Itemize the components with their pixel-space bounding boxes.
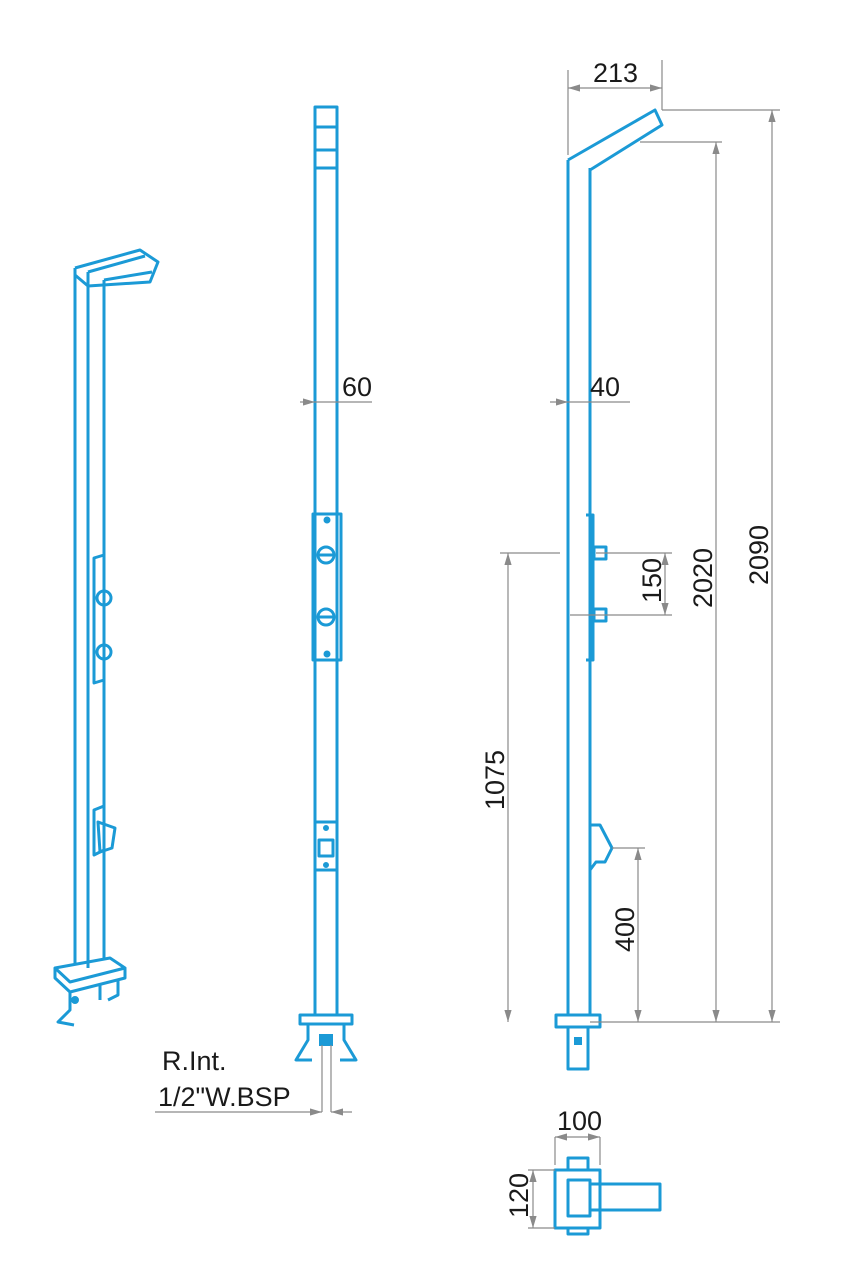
dim-valve-spacing: 150 — [637, 558, 667, 603]
dimension-lines — [155, 60, 780, 1229]
dim-foot-shower-height: 400 — [610, 907, 640, 952]
plan-view — [553, 1156, 662, 1236]
dim-valve-height: 1075 — [480, 750, 510, 810]
isometric-view — [53, 248, 160, 1027]
dim-base-width: 100 — [557, 1106, 602, 1136]
dim-head-height: 2020 — [688, 548, 718, 608]
connection-label-2: 1/2"W.BSP — [158, 1082, 291, 1112]
dim-front-width: 60 — [342, 372, 372, 402]
front-view — [294, 105, 358, 1112]
dim-arm-reach: 213 — [593, 58, 638, 88]
dim-side-width: 40 — [590, 372, 620, 402]
connection-label-1: R.Int. — [162, 1046, 227, 1076]
dim-base-depth: 120 — [504, 1173, 534, 1218]
dim-total-height: 2090 — [744, 525, 774, 585]
